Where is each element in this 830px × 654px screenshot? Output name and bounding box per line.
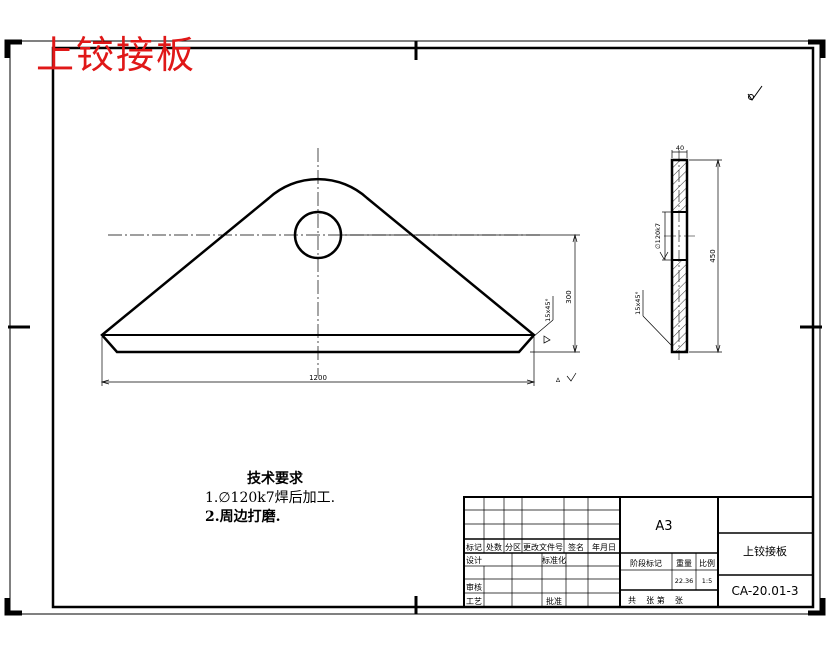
width-dimension — [100, 337, 536, 386]
tb-sheets: 共 张 第 张 — [628, 595, 683, 605]
tb-h-zone: 分区 — [505, 543, 521, 552]
tb-scale: 1:5 — [702, 577, 712, 585]
bore-dim-label: ∅120k7 — [654, 223, 662, 249]
section-lower — [672, 260, 687, 352]
tb-h-date: 年月日 — [592, 542, 616, 552]
front-view: 300 1200 15x45° ∆ — [100, 148, 580, 386]
bore-hole — [293, 210, 343, 260]
tb-r-standard: 标准化 — [542, 555, 566, 565]
weld-note-side: 15x45° — [634, 291, 642, 315]
side-weld-leader — [642, 290, 673, 347]
tb-h-doc: 更改文件号 — [523, 542, 563, 552]
plate-outline — [100, 177, 536, 354]
tb-h-sign: 签名 — [568, 542, 584, 552]
tb-h-weight: 重量 — [676, 558, 692, 568]
title-block — [463, 496, 814, 608]
outer-border — [9, 40, 821, 615]
bore-dimension — [659, 211, 672, 261]
tb-h-scale: 比例 — [699, 558, 715, 568]
tb-r-process: 工艺 — [466, 597, 482, 606]
section-outline — [670, 158, 689, 354]
tb-h-stage: 阶段标记 — [630, 558, 662, 568]
roughness-note — [566, 372, 577, 382]
side-height-dimension — [689, 158, 722, 354]
tb-part-name: 上铰接板 — [743, 544, 787, 558]
title-block-text: A3 上铰接板 CA-20.01-3 标记 处数 分区 更改文件号 签名 年月日… — [466, 519, 798, 606]
drawing-title: 上铰接板 — [36, 33, 197, 77]
tech-heading: 技术要求 — [247, 471, 303, 487]
side-view: 40 ∅120k7 450 15x45° — [634, 144, 722, 360]
tb-r-design: 设计 — [466, 555, 482, 565]
side-height-dim-label: 450 — [709, 249, 717, 262]
tech-line-1: 1.∅120k7焊后加工. — [205, 490, 336, 506]
tb-drawing-no: CA-20.01-3 — [732, 584, 799, 598]
tech-line-2: 2.周边打磨. — [205, 509, 281, 525]
tech-requirements: 技术要求 1.∅120k7焊后加工. 2.周边打磨. — [205, 470, 335, 527]
tb-h-qty: 处数 — [486, 542, 502, 552]
tb-r-approve: 批准 — [546, 596, 562, 606]
thickness-dim-label: 40 — [676, 144, 684, 152]
corner-marks — [4, 39, 826, 616]
tb-sheet-size: A3 — [655, 519, 672, 534]
height-dimension — [342, 233, 580, 354]
roughness-mark — [747, 85, 763, 101]
width-dim-label: 1200 — [309, 374, 327, 382]
centering-marks — [8, 41, 822, 614]
height-dim-label: 300 — [565, 290, 573, 303]
tb-h-mark: 标记 — [466, 542, 482, 552]
tb-weight: 22.36 — [675, 577, 694, 585]
weld-note-front: 15x45° — [544, 298, 552, 322]
thickness-dimension — [671, 150, 688, 158]
section-upper — [672, 160, 687, 212]
weld-leader — [526, 296, 554, 344]
drawing-frame — [51, 46, 815, 609]
tb-r-review: 审核 — [466, 582, 482, 592]
roughness-note-label: ∆ — [555, 377, 561, 384]
